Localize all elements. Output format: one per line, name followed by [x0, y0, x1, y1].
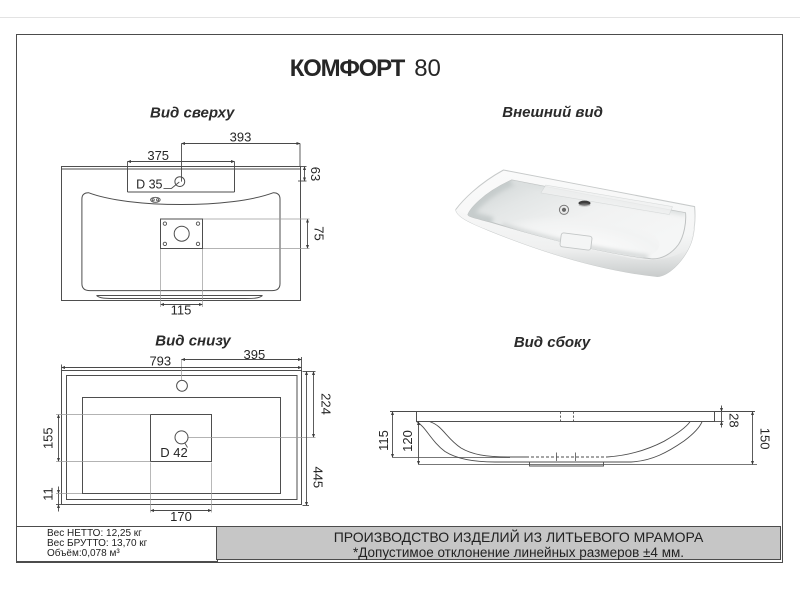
- svg-text:120: 120: [400, 430, 415, 452]
- svg-text:D 42: D 42: [160, 445, 187, 460]
- svg-text:155: 155: [41, 427, 56, 449]
- svg-text:63: 63: [308, 167, 323, 181]
- svg-text:170: 170: [170, 509, 192, 524]
- svg-text:Вид снизу: Вид снизу: [155, 332, 231, 349]
- svg-text:393: 393: [230, 130, 252, 145]
- svg-text:115: 115: [376, 430, 391, 451]
- svg-text:Внешний вид: Внешний вид: [502, 104, 603, 121]
- svg-text:11: 11: [41, 487, 56, 501]
- svg-text:224: 224: [319, 393, 334, 415]
- svg-text:КОМФОРТ: КОМФОРТ: [290, 55, 406, 82]
- svg-text:445: 445: [311, 466, 326, 488]
- svg-text:793: 793: [149, 353, 171, 368]
- svg-text:75: 75: [312, 226, 327, 240]
- svg-text:150: 150: [758, 428, 773, 450]
- svg-text:395: 395: [244, 347, 266, 362]
- svg-text:80: 80: [414, 55, 441, 82]
- svg-text:Вид сбоку: Вид сбоку: [514, 334, 591, 351]
- svg-text:D 35: D 35: [136, 177, 162, 191]
- svg-text:115: 115: [171, 303, 192, 318]
- svg-text:28: 28: [727, 413, 742, 427]
- svg-text:Вид сверху: Вид сверху: [150, 105, 235, 122]
- svg-text:375: 375: [147, 148, 169, 163]
